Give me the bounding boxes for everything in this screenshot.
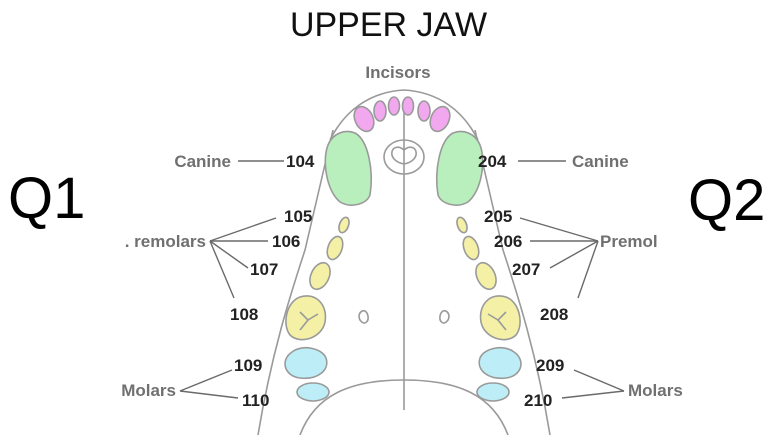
incisor-tooth — [389, 97, 400, 115]
tooth-number-104: 104 — [286, 152, 315, 171]
molars-label-left: Molars — [121, 381, 176, 400]
premolar-tooth-106 — [324, 234, 345, 261]
premolar-tooth-107 — [306, 260, 334, 293]
incisors — [350, 97, 453, 135]
premolars-label-right: Premol — [600, 232, 658, 251]
incisors-label: Incisors — [365, 63, 430, 82]
molars-label-right: Molars — [628, 381, 683, 400]
molar-tooth-110 — [297, 383, 329, 401]
incisor-tooth — [374, 101, 386, 121]
canine-tooth-204 — [437, 132, 483, 206]
tooth-number-107: 107 — [250, 260, 278, 279]
leader-lines-right — [518, 161, 624, 398]
tooth-number-207: 207 — [512, 260, 540, 279]
tooth-number-109: 109 — [234, 356, 262, 375]
jaw-outline — [258, 90, 550, 435]
incisor-tooth — [418, 101, 430, 121]
canine-label-right: Canine — [572, 152, 629, 171]
tooth-number-204: 204 — [478, 152, 507, 171]
tooth-number-108: 108 — [230, 305, 258, 324]
premolar-tooth-207 — [472, 260, 500, 293]
palatine-foramen-left — [359, 311, 368, 323]
tooth-number-110: 110 — [242, 391, 269, 410]
premolar-tooth-105 — [337, 216, 351, 234]
molar-tooth-210 — [477, 383, 509, 401]
tooth-number-208: 208 — [540, 305, 568, 324]
incisor-tooth — [403, 97, 414, 115]
premolars-label-left: . remolars — [125, 232, 206, 251]
palatine-foramen-right — [440, 311, 449, 323]
premolar-tooth-205 — [455, 216, 469, 234]
molar-tooth-209 — [479, 348, 521, 379]
tooth-number-105: 105 — [284, 207, 312, 226]
premolar-tooth-206 — [460, 234, 481, 261]
tooth-number-106: 106 — [272, 232, 300, 251]
tooth-number-205: 205 — [484, 207, 512, 226]
canine-label-left: Canine — [174, 152, 231, 171]
tooth-number-209: 209 — [536, 356, 564, 375]
tooth-number-210: 210 — [524, 391, 552, 410]
leader-lines-left — [180, 161, 284, 398]
molar-tooth-109 — [285, 348, 327, 379]
tooth-number-206: 206 — [494, 232, 522, 251]
canine-tooth-104 — [325, 132, 371, 206]
